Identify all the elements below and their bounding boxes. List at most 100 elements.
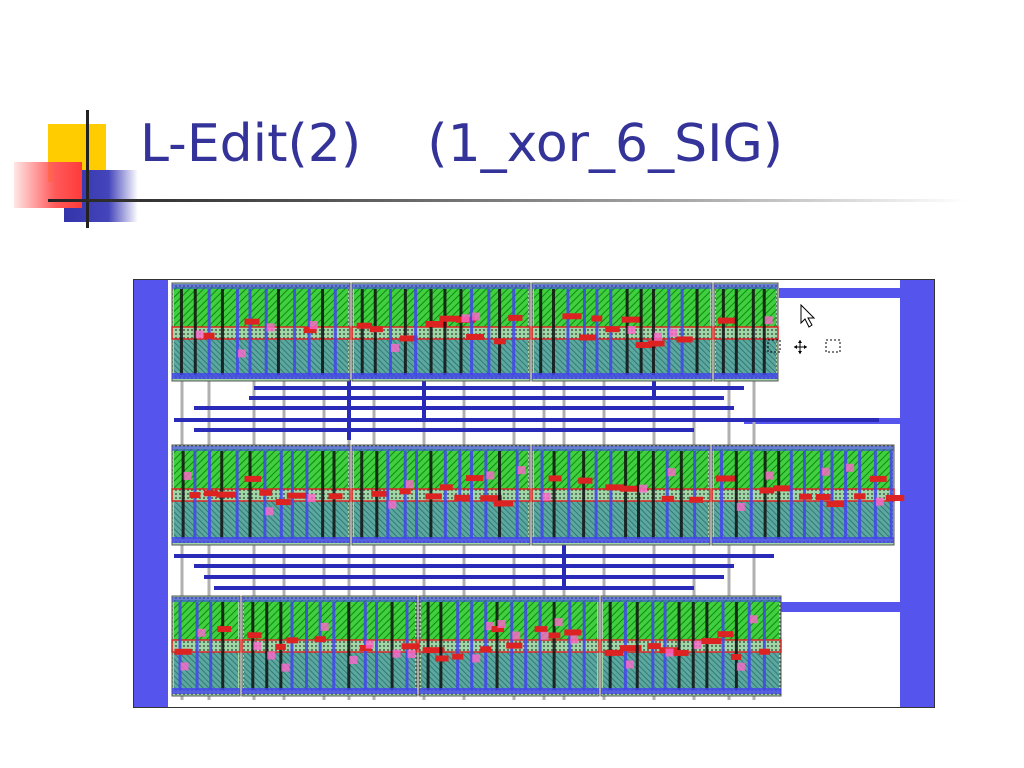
standard-cell xyxy=(171,595,241,697)
poly-contact xyxy=(371,490,389,497)
gate-strip xyxy=(279,451,283,539)
gate-strip xyxy=(663,602,667,690)
poly-contact xyxy=(564,629,582,636)
gate-strip xyxy=(749,451,753,539)
gate-strip xyxy=(414,451,418,539)
well-area xyxy=(354,339,528,377)
active-area xyxy=(174,287,348,327)
gate-strip xyxy=(251,602,255,690)
poly-contact xyxy=(174,648,192,655)
gate-strip xyxy=(719,451,723,539)
gate-strip xyxy=(443,451,447,539)
gate-strip xyxy=(695,289,699,375)
poly-contact xyxy=(203,332,215,339)
slide-title: L-Edit(2) (1_xor_6_SIG) xyxy=(140,114,784,174)
select-box-icon xyxy=(825,339,841,353)
poly-frame xyxy=(171,326,351,340)
standard-cell xyxy=(600,595,782,697)
gate-strip xyxy=(248,451,252,539)
gate-strip xyxy=(498,289,502,375)
rail-strap xyxy=(779,602,904,612)
gate-strip xyxy=(552,289,556,375)
cursor-icon xyxy=(800,303,816,328)
rail-strap xyxy=(779,288,904,298)
via xyxy=(665,648,674,657)
poly-contact xyxy=(247,632,262,639)
via xyxy=(846,463,855,472)
gate-strip xyxy=(235,289,239,375)
poly-contact xyxy=(328,493,343,500)
poly-frame xyxy=(531,326,713,340)
gate-strip xyxy=(609,451,613,539)
gate-strip xyxy=(552,602,556,690)
cell-rail xyxy=(532,284,712,289)
gate-strip xyxy=(495,602,499,690)
via xyxy=(349,656,358,665)
gate-strip xyxy=(582,602,586,690)
gate-strip xyxy=(220,289,224,375)
via xyxy=(180,662,189,671)
cell-rail xyxy=(352,284,530,289)
gate-strip xyxy=(388,289,392,375)
standard-cell xyxy=(351,444,531,546)
via xyxy=(570,635,579,644)
via xyxy=(517,466,526,475)
via xyxy=(392,649,401,658)
poly-contact xyxy=(578,334,597,341)
poly-contact xyxy=(303,327,317,334)
gate-strip xyxy=(470,289,474,375)
via xyxy=(669,328,678,337)
cell-rail xyxy=(172,446,350,451)
poly-contact xyxy=(314,636,326,643)
cell-rail xyxy=(532,373,712,379)
gate-strip xyxy=(594,451,598,539)
active-area xyxy=(244,600,415,640)
via xyxy=(486,622,495,631)
poly-contact xyxy=(826,501,845,508)
poly-contact xyxy=(619,645,642,652)
via xyxy=(183,471,192,480)
gate-strip xyxy=(181,451,185,539)
poly-contact xyxy=(562,313,582,320)
via xyxy=(461,314,470,323)
well-area xyxy=(716,339,776,377)
cell-rail xyxy=(172,284,350,289)
well-area xyxy=(421,652,597,690)
poly-contact xyxy=(244,475,261,482)
gate-strip xyxy=(734,602,738,690)
via xyxy=(195,330,204,339)
poly-contact xyxy=(715,475,736,482)
poly-contact xyxy=(359,644,372,651)
poly-contact xyxy=(676,336,693,343)
poly-contact xyxy=(621,316,643,323)
standard-cell xyxy=(241,595,421,697)
poly-contact xyxy=(286,637,299,644)
gate-strip xyxy=(540,451,544,539)
gate-strip xyxy=(512,289,516,375)
via xyxy=(390,343,399,352)
via xyxy=(736,662,745,671)
gate-strip xyxy=(193,289,197,375)
gate-strip xyxy=(762,602,766,690)
gate-strip xyxy=(390,602,394,690)
gate-strip xyxy=(459,289,463,375)
via xyxy=(693,640,702,649)
poly-contact xyxy=(466,333,485,340)
gate-strip xyxy=(705,602,709,690)
gate-strip xyxy=(680,289,684,375)
gate-strip xyxy=(470,451,474,539)
gate-strip xyxy=(321,289,325,375)
cell-rail xyxy=(419,688,599,694)
gate-strip xyxy=(179,289,183,375)
gate-strip xyxy=(625,289,629,375)
gate-strip xyxy=(456,602,460,690)
standard-cell xyxy=(171,444,351,546)
via xyxy=(266,323,275,332)
poly-frame xyxy=(171,488,351,502)
poly-contact xyxy=(869,475,887,482)
via xyxy=(281,663,290,672)
poly-frame xyxy=(713,326,779,340)
layout-canvas xyxy=(134,280,934,707)
gate-strip xyxy=(360,289,364,375)
gate-strip xyxy=(443,289,447,375)
